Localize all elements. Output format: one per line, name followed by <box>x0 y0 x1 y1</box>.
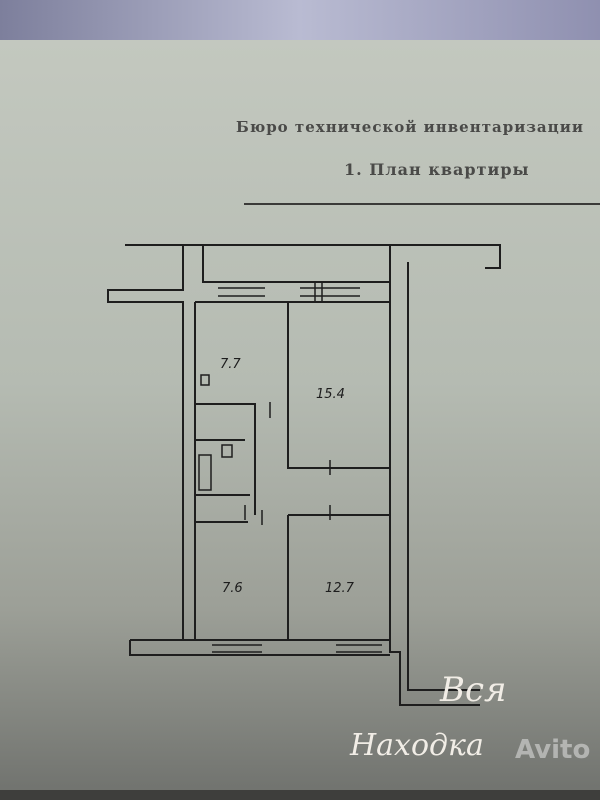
section-title: 1. План квартиры <box>344 160 530 179</box>
top-inner-wall <box>202 245 391 283</box>
top-windows <box>218 282 360 302</box>
sink <box>221 444 233 458</box>
area-label-small-room: 7.6 <box>222 581 243 596</box>
area-label-kitchen: 7.7 <box>220 357 241 372</box>
wall-kitchen <box>195 403 256 515</box>
wall-bedrooms <box>287 514 390 640</box>
area-label-large-room: 15.4 <box>316 387 345 402</box>
door-marks <box>244 402 331 525</box>
bottom-windows <box>212 644 382 653</box>
apartment-outline <box>194 301 390 640</box>
avito-watermark: Avito <box>515 735 591 765</box>
bottom-outer-wall <box>129 640 390 656</box>
brand-watermark-line1: Вся <box>440 670 507 710</box>
bathtub <box>198 454 212 491</box>
area-label-medium-room: 12.7 <box>325 581 355 596</box>
wall-large-room <box>287 302 390 469</box>
bottom-edge <box>0 790 600 800</box>
bath-walls <box>195 439 250 523</box>
bottom-wall <box>130 639 480 706</box>
right-outer-wall <box>407 262 480 691</box>
document-header: Бюро технической инвентаризации <box>236 118 584 136</box>
header-rule <box>244 203 600 205</box>
left-outer-wall <box>107 245 184 640</box>
brand-watermark-line2: Находка <box>350 728 484 763</box>
document-paper <box>0 40 600 800</box>
stove <box>200 374 210 386</box>
top-wall <box>125 244 501 269</box>
